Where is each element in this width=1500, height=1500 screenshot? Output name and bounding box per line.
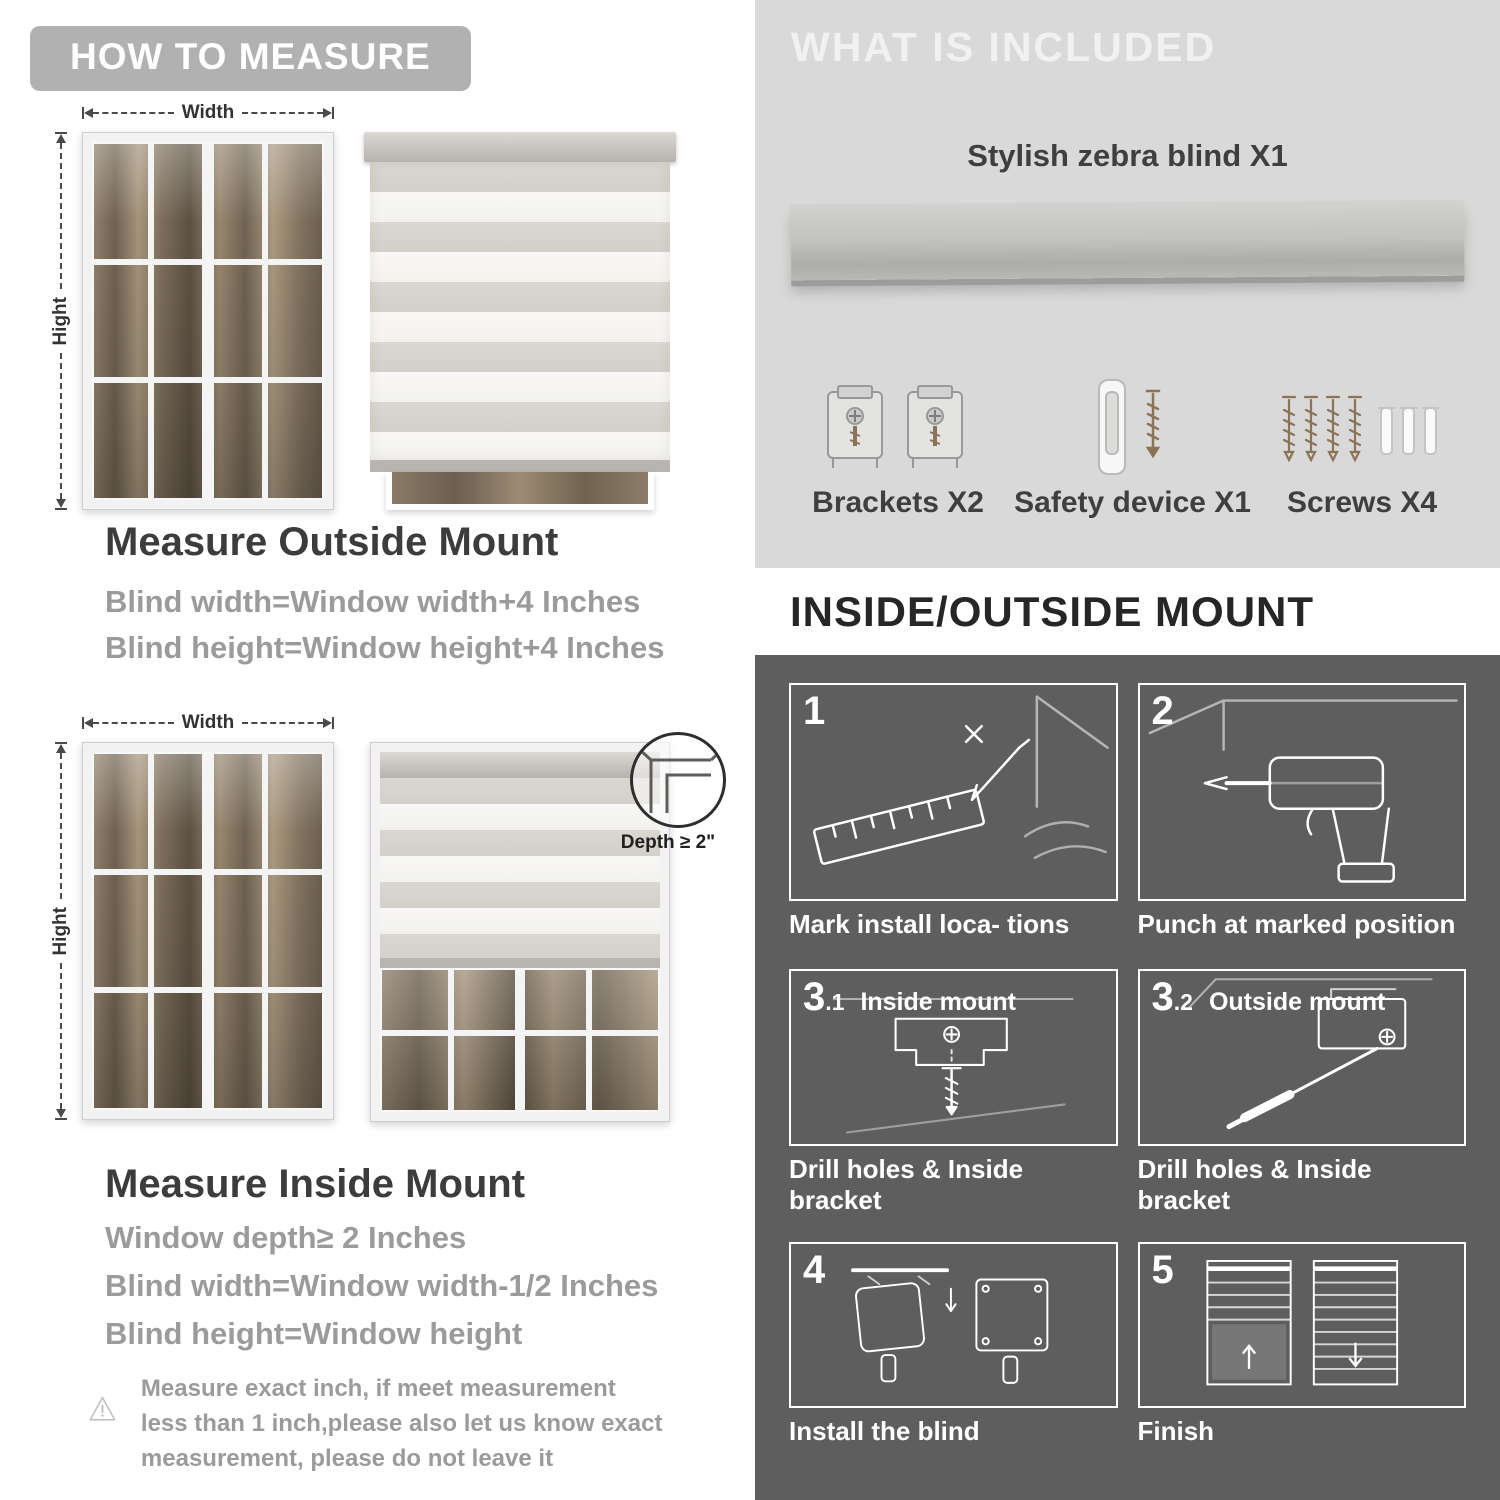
window-sliver xyxy=(386,472,654,510)
zebra-blind-cassette-image xyxy=(790,199,1465,281)
inside-mount-rule-3: Blind height=Window height xyxy=(105,1316,523,1351)
install-blind-icon xyxy=(851,1268,1049,1384)
step-2-caption: Punch at marked position xyxy=(1137,909,1456,939)
zebra-blind-outside-illustration xyxy=(364,132,676,532)
what-is-included-section: WHAT IS INCLUDED Stylish zebra blind X1 xyxy=(755,0,1500,568)
step-3-2-box: 3 .2 Outside mount xyxy=(1137,969,1466,1146)
screws-icon xyxy=(1260,386,1464,482)
step-4-box: 4 xyxy=(789,1242,1118,1408)
step-number: 5 xyxy=(1151,1248,1174,1292)
blind-cassette xyxy=(380,752,660,778)
step-1-caption: Mark install loca- tions xyxy=(789,909,1070,939)
inside-mount-rule-1: Window depth≥ 2 Inches xyxy=(105,1220,467,1255)
blind-cassette xyxy=(364,132,676,162)
mark-locations-icon xyxy=(812,695,1109,865)
step-2: 2 Punch at xyxy=(1137,683,1466,943)
outside-bracket-icon xyxy=(1187,978,1433,1130)
product-label: Stylish zebra blind X1 xyxy=(967,138,1288,173)
outside-mount-heading: Measure Outside Mount xyxy=(105,520,559,564)
inside-mount-rule-2: Blind width=Window width-1/2 Inches xyxy=(105,1268,659,1303)
window-glass xyxy=(380,968,660,1112)
step-3-2: 3 .2 Outside mount xyxy=(1137,969,1466,1216)
step-number: 1 xyxy=(803,689,826,733)
blind-bottom-rail xyxy=(370,460,670,472)
window-with-measurements: Width Hight xyxy=(48,712,334,1162)
measurement-warning: Measure exact inch, if meet measurement … xyxy=(88,1372,668,1476)
step-5-box: 5 xyxy=(1137,1242,1466,1408)
inside-mount-heading: Measure Inside Mount xyxy=(105,1162,526,1206)
step-number: 3 xyxy=(1151,975,1174,1019)
height-label: Hight xyxy=(50,906,71,956)
width-label: Width xyxy=(181,102,235,123)
width-measure-arrow: Width xyxy=(82,102,334,132)
step-5-caption: Finish xyxy=(1137,1416,1215,1446)
window-glass xyxy=(92,752,324,1110)
height-label: Hight xyxy=(50,296,71,346)
safety-device-icon xyxy=(1005,374,1260,482)
inside-outside-mount-title: INSIDE/OUTSIDE MOUNT xyxy=(790,588,1315,635)
step-3-1: 3 .1 Inside mount xyxy=(789,969,1118,1216)
inside-mount-figure: Width Hight xyxy=(48,712,726,1162)
included-item-labels: Brackets X2 Safety device X1 Screws X4 xyxy=(791,486,1464,520)
window-illustration xyxy=(82,132,334,510)
step-3-1-box: 3 .1 Inside mount xyxy=(789,969,1118,1146)
step-3-2-caption: Drill holes & Inside bracket xyxy=(1137,1154,1372,1215)
step-5: 5 xyxy=(1137,1242,1466,1450)
step-number: 2 xyxy=(1151,689,1174,733)
step-1-box: 1 xyxy=(789,683,1118,901)
window-grid xyxy=(380,968,660,1112)
included-items-row xyxy=(791,332,1464,482)
step-number: 4 xyxy=(803,1248,826,1292)
blind-stripes xyxy=(380,778,660,958)
screws-label: Screws X4 xyxy=(1286,486,1438,519)
window-with-measurements: Width Hight xyxy=(48,102,334,532)
frame-corner-zoom-icon xyxy=(637,747,723,813)
height-measure-arrow: Hight xyxy=(48,132,82,511)
safety-device-label: Safety device X1 xyxy=(1014,486,1251,519)
finished-blinds-icon xyxy=(1205,1260,1398,1386)
inside-bracket-icon xyxy=(832,997,1074,1134)
step-2-box: 2 xyxy=(1137,683,1466,901)
window-grid xyxy=(92,142,324,500)
zebra-blind-inside-illustration xyxy=(370,742,670,1122)
width-label: Width xyxy=(181,712,235,733)
blind-stripes xyxy=(370,162,670,460)
drill-icon xyxy=(1148,699,1458,883)
warning-text: Measure exact inch, if meet measurement … xyxy=(140,1375,663,1472)
outside-mount-figure: Width Hight xyxy=(48,102,708,532)
what-is-included-title: WHAT IS INCLUDED xyxy=(791,24,1217,70)
mount-steps-panel: 1 Mark i xyxy=(755,655,1500,1500)
window-grid xyxy=(92,752,324,1110)
blind-bottom-rail xyxy=(380,958,660,968)
window-illustration xyxy=(82,742,334,1120)
depth-label: Depth ≥ 2" xyxy=(620,832,716,853)
step-1: 1 Mark i xyxy=(789,683,1118,943)
outside-mount-rule-1: Blind width=Window width+4 Inches xyxy=(105,584,641,619)
brackets-label: Brackets X2 xyxy=(812,486,984,519)
outside-mount-label: Outside mount xyxy=(1208,988,1386,1016)
outside-mount-rule-2: Blind height=Window height+4 Inches xyxy=(105,630,665,665)
how-to-measure-title: HOW TO MEASURE xyxy=(30,26,471,91)
step-4: 4 xyxy=(789,1242,1118,1450)
height-measure-arrow: Hight xyxy=(48,742,82,1121)
step-4-caption: Install the blind xyxy=(789,1416,980,1446)
warning-triangle-icon xyxy=(89,1396,116,1421)
brackets-icon xyxy=(791,382,1005,482)
width-measure-arrow: Width xyxy=(82,712,334,742)
step-number: 3 xyxy=(803,975,826,1019)
inside-mount-label: Inside mount xyxy=(860,988,1016,1016)
depth-zoom-circle xyxy=(630,732,726,828)
step-3-1-caption: Drill holes & Inside bracket xyxy=(789,1154,1024,1215)
window-glass xyxy=(92,142,324,500)
